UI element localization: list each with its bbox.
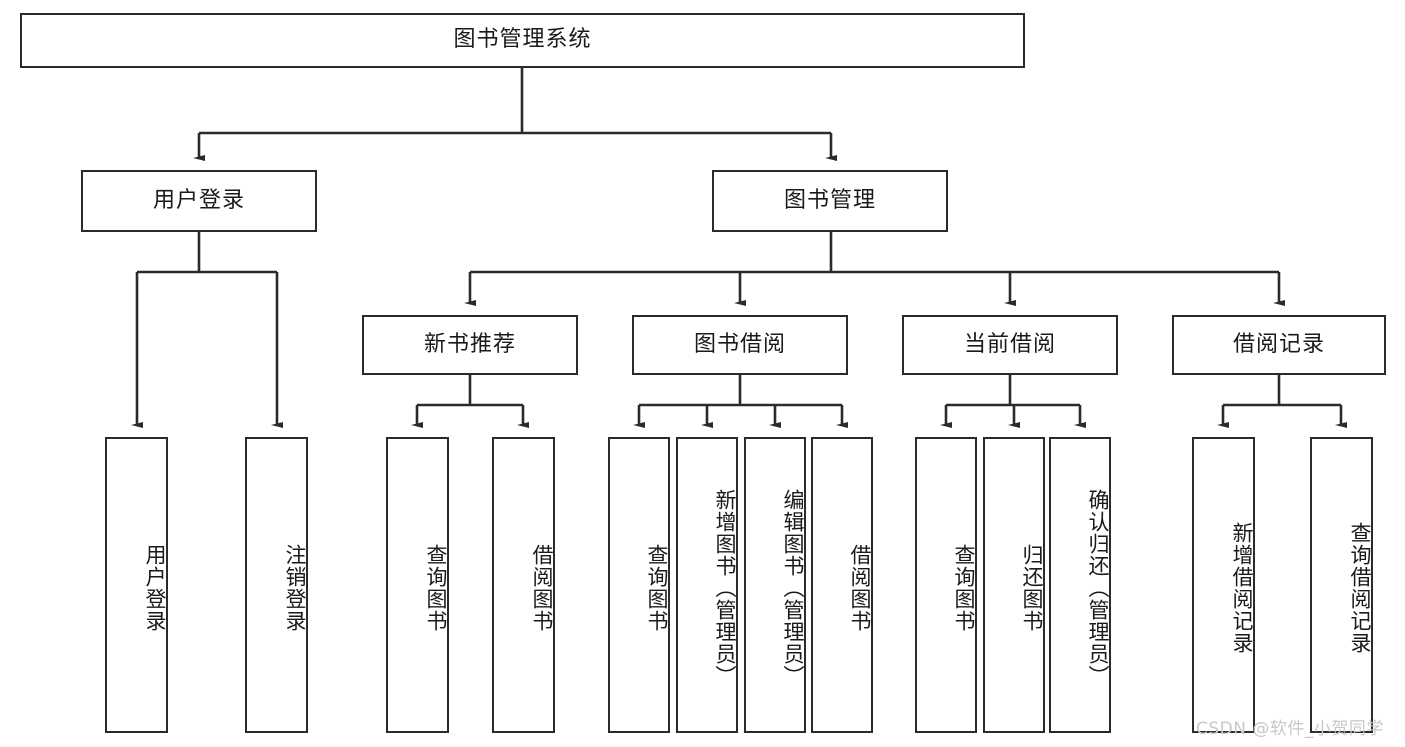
node-label: 用户登录	[152, 187, 245, 213]
node-label: 查询借阅记录	[1348, 522, 1372, 654]
node-label: 新增图书（管理员）	[713, 489, 737, 687]
node-label: 图书管理	[783, 187, 876, 213]
node-label: 图书借阅	[693, 331, 786, 357]
node-label: 查询图书	[952, 544, 976, 632]
node-label: 新书推荐	[423, 331, 516, 357]
node-user-login[interactable]: 用户登录	[81, 170, 317, 232]
node-label: 归还图书	[1020, 544, 1044, 632]
node-label: 查询图书	[424, 544, 448, 632]
leaf-user-logout[interactable]: 注销登录	[245, 437, 308, 733]
node-label: 借阅图书	[848, 544, 872, 632]
node-label: 图书管理系统	[453, 27, 592, 53]
csdn-watermark: CSDN @软件_小贺同学	[1196, 719, 1384, 739]
leaf-query-book-1[interactable]: 查询图书	[386, 437, 449, 733]
node-book-borrow[interactable]: 图书借阅	[632, 315, 848, 375]
leaf-user-login[interactable]: 用户登录	[105, 437, 168, 733]
node-label: 编辑图书（管理员）	[781, 489, 805, 687]
node-current-borrow[interactable]: 当前借阅	[902, 315, 1118, 375]
node-book-manage[interactable]: 图书管理	[712, 170, 948, 232]
node-label: 用户登录	[143, 544, 167, 632]
leaf-add-book[interactable]: 新增图书（管理员）	[676, 437, 738, 733]
node-label: 新增借阅记录	[1230, 522, 1254, 654]
leaf-add-record[interactable]: 新增借阅记录	[1192, 437, 1255, 733]
node-label: 确认归还（管理员）	[1086, 489, 1110, 687]
node-root-图书管理系统[interactable]: 图书管理系统	[20, 13, 1025, 68]
node-label: 借阅图书	[530, 544, 554, 632]
leaf-borrow-book-1[interactable]: 借阅图书	[492, 437, 555, 733]
leaf-query-book-3[interactable]: 查询图书	[915, 437, 977, 733]
leaf-query-record[interactable]: 查询借阅记录	[1310, 437, 1373, 733]
node-new-book-rec[interactable]: 新书推荐	[362, 315, 578, 375]
node-label: 查询图书	[645, 544, 669, 632]
leaf-return-book[interactable]: 归还图书	[983, 437, 1045, 733]
leaf-query-book-2[interactable]: 查询图书	[608, 437, 670, 733]
leaf-confirm-return[interactable]: 确认归还（管理员）	[1049, 437, 1111, 733]
leaf-edit-book[interactable]: 编辑图书（管理员）	[744, 437, 806, 733]
node-label: 注销登录	[283, 544, 307, 632]
node-label: 当前借阅	[963, 331, 1056, 357]
node-borrow-record[interactable]: 借阅记录	[1172, 315, 1386, 375]
leaf-borrow-book-2[interactable]: 借阅图书	[811, 437, 873, 733]
node-label: 借阅记录	[1232, 331, 1325, 357]
